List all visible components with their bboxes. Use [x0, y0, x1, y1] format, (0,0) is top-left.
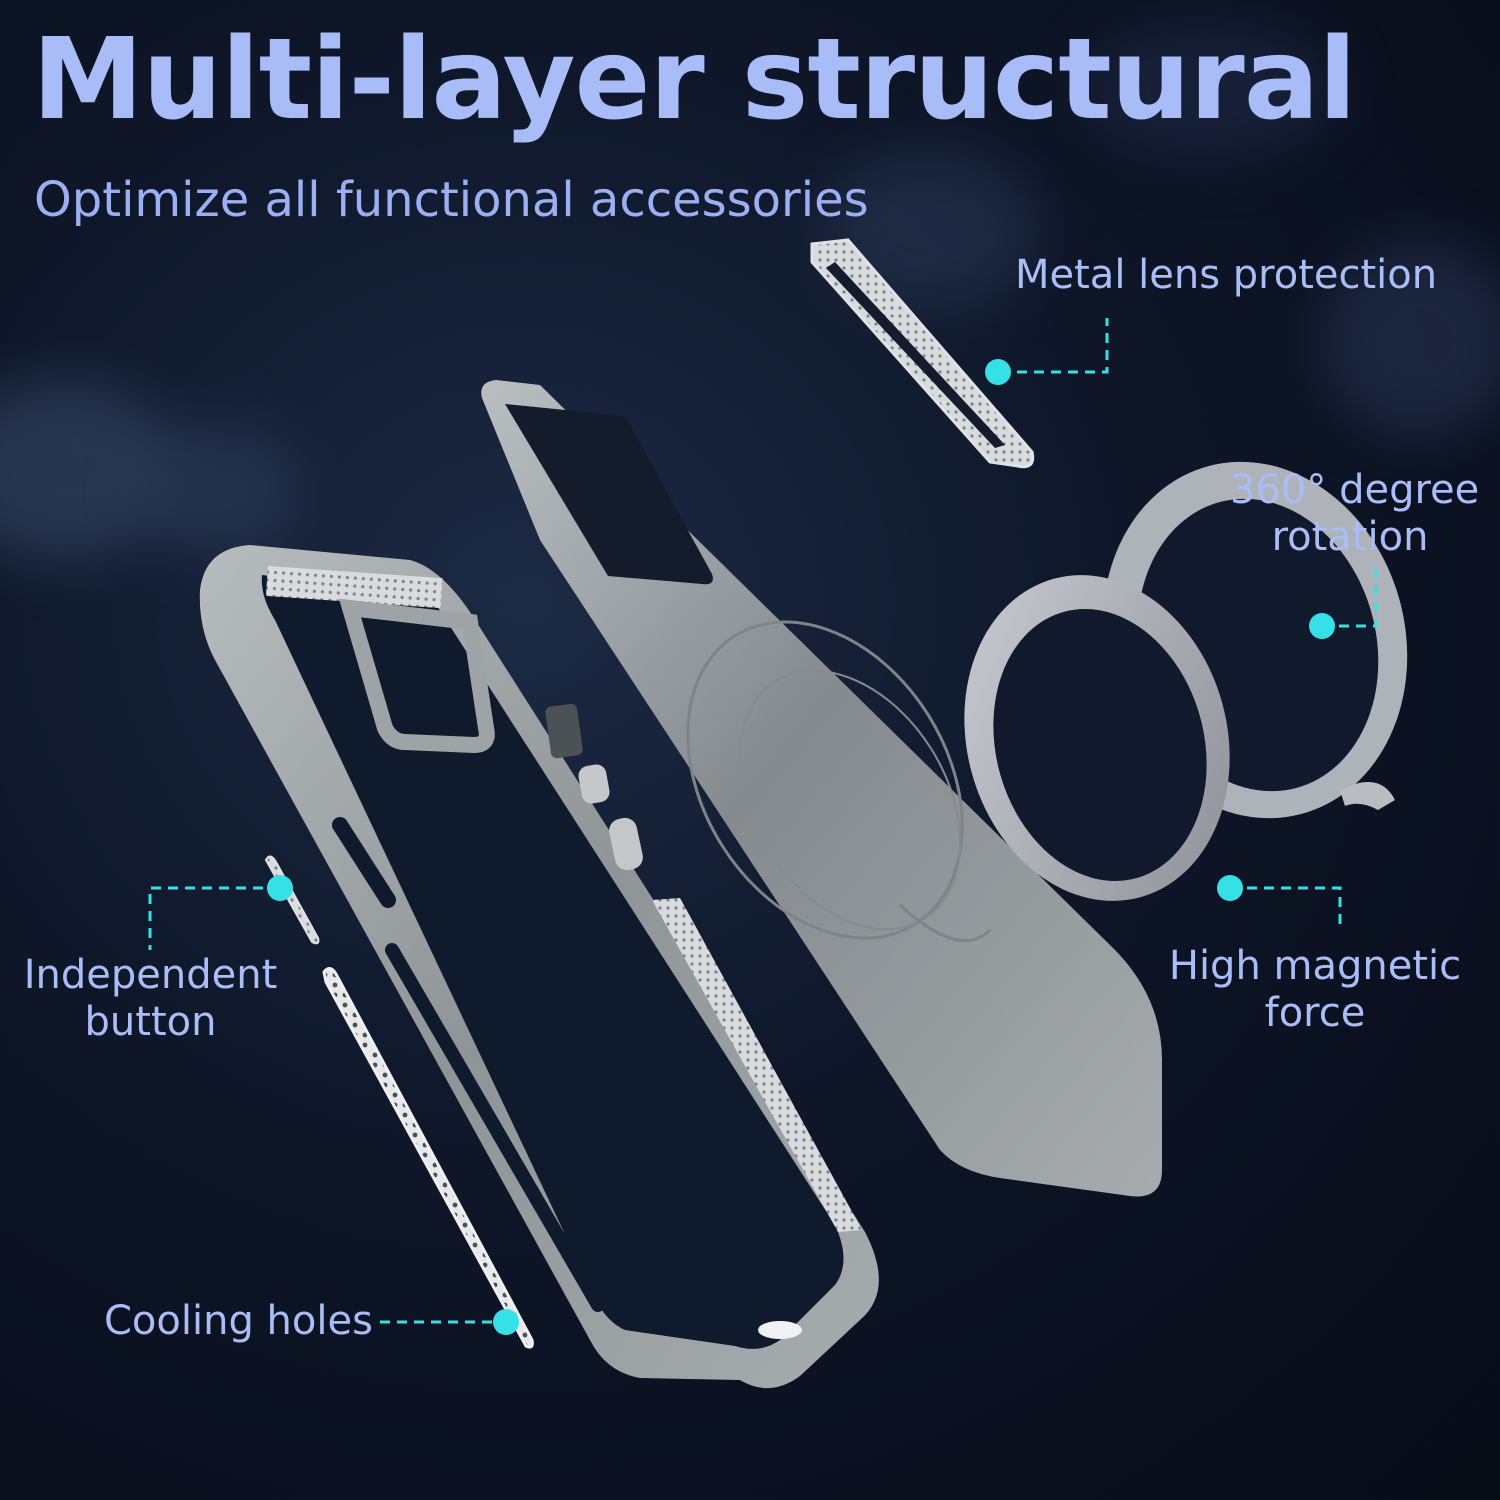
callout-dot-magnetic — [1217, 875, 1243, 901]
bokeh-light — [1320, 240, 1500, 440]
bokeh-light — [140, 420, 300, 560]
page-title: Multi-layer structural — [32, 15, 1357, 145]
page-subtitle: Optimize all functional accessories — [34, 172, 869, 228]
metal-lens-label: Metal lens protection — [1015, 252, 1438, 298]
callout-dot-cooling — [493, 1309, 519, 1335]
rotation-label-line2: rotation — [1271, 514, 1429, 560]
callout-connectors — [148, 318, 1378, 1324]
button-strip-icon — [264, 855, 320, 945]
button-label-line1: Independent — [23, 952, 278, 998]
rotation-label: 360° degree rotation — [1230, 467, 1480, 561]
callout-dot-rotation — [1309, 613, 1335, 639]
magnetic-label-line1: High magnetic — [1168, 943, 1462, 989]
cooling-label: Cooling holes — [104, 1298, 373, 1344]
phone-back-cover-icon — [481, 380, 1163, 1197]
callout-dot-metal-lens — [985, 359, 1011, 385]
rotation-label-line1: 360° degree — [1230, 467, 1480, 513]
cooling-strip-icon — [322, 967, 534, 1349]
phone-frame-icon — [199, 545, 879, 1389]
callout-dots — [267, 359, 1335, 1335]
metal-lens-ring-icon — [810, 238, 1035, 469]
magnetic-ring-icon — [964, 575, 1230, 901]
button-label: Independent button — [18, 952, 283, 1046]
magnetic-label: High magnetic force — [1165, 943, 1465, 1037]
magnetic-label-line2: force — [1264, 990, 1366, 1036]
callout-dot-button — [267, 875, 293, 901]
button-label-line2: button — [84, 999, 217, 1045]
bokeh-light — [1080, 20, 1340, 160]
